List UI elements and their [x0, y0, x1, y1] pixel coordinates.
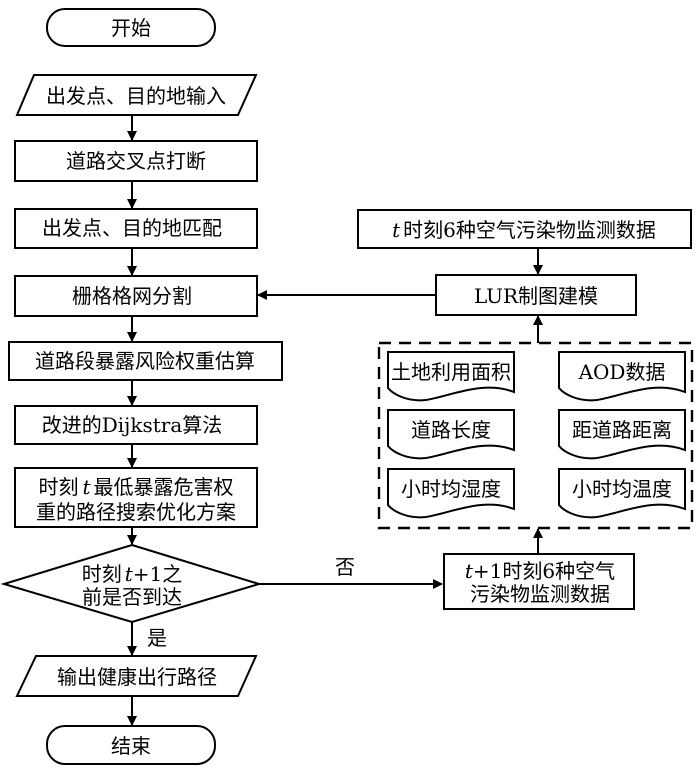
no-label: 否: [335, 555, 355, 579]
decision-label-line2: 前是否到达: [82, 585, 182, 609]
grid-split-label: 栅格格网分割: [72, 284, 192, 308]
next-monitor-label-line1: t+1时刻6种空气: [465, 559, 615, 583]
end-label: 结束: [111, 734, 151, 758]
next-monitor-node: t+1时刻6种空气 污染物监测数据: [443, 553, 635, 610]
factor-document: 小时均湿度: [387, 468, 515, 519]
factor-document: 土地利用面积: [387, 351, 515, 402]
lur-node: LUR制图建模: [435, 274, 637, 316]
factor-label: 小时均湿度: [401, 477, 501, 501]
grid-split-node: 栅格格网分割: [14, 275, 258, 317]
next-monitor-label-line2: 污染物监测数据: [470, 582, 610, 606]
match-points-label: 出发点、目的地匹配: [42, 216, 222, 240]
factor-label: 小时均温度: [572, 477, 672, 501]
start-label: 开始: [111, 16, 151, 40]
exposure-weight-label: 道路段暴露风险权重估算: [35, 349, 255, 373]
factor-document: 道路长度: [387, 409, 515, 460]
match-points-node: 出发点、目的地匹配: [14, 208, 258, 249]
factor-label: 距道路距离: [572, 418, 672, 442]
dijkstra-node: 改进的Dijkstra算法: [14, 405, 258, 445]
optimize-label-line2: 重的路径搜索优化方案: [36, 500, 236, 524]
break-intersections-label: 道路交叉点打断: [66, 149, 206, 173]
factor-document: 距道路距离: [558, 409, 686, 460]
factor-label: 道路长度: [411, 418, 491, 442]
lur-label: LUR制图建模: [474, 284, 598, 308]
output-node: 输出健康出行路径: [15, 655, 258, 697]
end-node: 结束: [46, 725, 216, 765]
break-intersections-node: 道路交叉点打断: [14, 140, 258, 182]
factor-label: 土地利用面积: [391, 360, 511, 384]
yes-label: 是: [147, 626, 167, 650]
exposure-weight-node: 道路段暴露风险权重估算: [8, 341, 283, 381]
input-label: 出发点、目的地输入: [46, 84, 226, 108]
factor-label: AOD数据: [578, 360, 666, 384]
factor-document: 小时均温度: [558, 468, 686, 519]
start-node: 开始: [46, 8, 216, 47]
input-node: 出发点、目的地输入: [15, 74, 258, 116]
output-label: 输出健康出行路径: [57, 665, 217, 689]
factor-document: AOD数据: [558, 351, 686, 402]
factors-group: [377, 341, 694, 530]
dijkstra-label: 改进的Dijkstra算法: [42, 413, 223, 437]
